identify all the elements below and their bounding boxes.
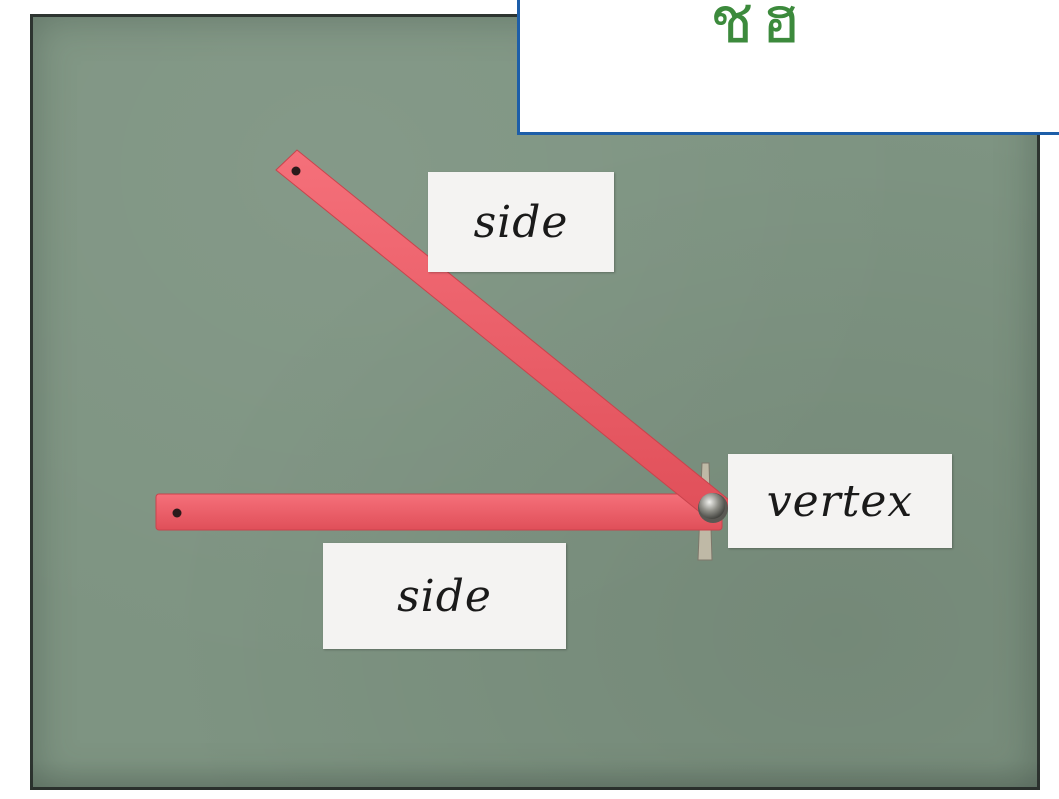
side-label-top: side <box>473 196 569 248</box>
callout-glyphs: ชฮ <box>710 0 809 58</box>
side-label-card-bottom: side <box>323 543 566 649</box>
bottom-arm <box>155 493 723 531</box>
vertex-label: vertex <box>766 475 914 527</box>
bottom-arm-hole <box>172 508 182 518</box>
vertex-label-card: vertex <box>728 454 952 548</box>
callout-box: ชฮ <box>517 0 1059 135</box>
vertex-rivet <box>698 493 728 523</box>
board-texture <box>33 17 1037 787</box>
side-label-card-top: side <box>428 172 614 272</box>
green-board <box>30 14 1040 790</box>
side-label-bottom: side <box>397 570 492 622</box>
diagonal-arm-hole <box>291 166 301 176</box>
